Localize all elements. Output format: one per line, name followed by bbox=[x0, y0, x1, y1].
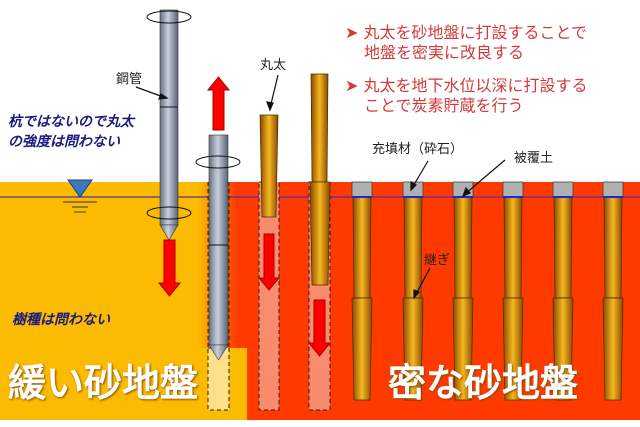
filler-cap bbox=[502, 181, 524, 198]
label-steel-pipe: 鋼管 bbox=[116, 72, 143, 87]
filler-cap bbox=[351, 181, 373, 198]
label-loose-ground: 緩い砂地盤 bbox=[8, 361, 199, 405]
rotation-icon bbox=[195, 155, 241, 169]
water-level-icon bbox=[63, 179, 97, 213]
down-arrow bbox=[257, 233, 281, 291]
bullet-2: ➤ 丸太を地下水位以深に打設する ことで炭素貯蔵を行う bbox=[345, 76, 588, 115]
bullet-marker-icon: ➤ bbox=[345, 23, 359, 42]
log-pile-lower bbox=[552, 297, 574, 401]
up-arrow bbox=[206, 76, 231, 131]
label-joint: 継ぎ bbox=[424, 253, 451, 268]
note-species: 樹種は問わない bbox=[12, 312, 110, 328]
log-pile bbox=[259, 114, 279, 218]
log-pile-upper bbox=[403, 196, 423, 299]
log-pile-lower bbox=[602, 297, 624, 401]
filler-cap bbox=[552, 181, 574, 198]
filler-cap bbox=[602, 181, 624, 198]
log-pile bbox=[310, 73, 329, 183]
bullet-1: ➤ 丸太を砂地盤に打設することで 地盤を密実に改良する bbox=[345, 23, 588, 62]
rotation-icon bbox=[146, 206, 192, 220]
log-pile-upper bbox=[603, 196, 623, 299]
log-pile-lower bbox=[351, 297, 373, 401]
dense-pile-group bbox=[351, 181, 624, 401]
log-pile-upper bbox=[553, 196, 573, 299]
down-arrow bbox=[157, 239, 182, 297]
log-pile-lower bbox=[502, 297, 524, 401]
down-arrow bbox=[307, 299, 332, 357]
log-pile bbox=[309, 181, 331, 286]
log-pile-upper bbox=[453, 196, 473, 299]
bullet-marker-icon: ➤ bbox=[345, 76, 359, 95]
label-log: 丸太 bbox=[260, 58, 287, 73]
steel-pipe-1 bbox=[146, 9, 192, 241]
log-pile-upper bbox=[352, 196, 372, 299]
label-cover-soil: 被覆土 bbox=[514, 151, 554, 166]
label-filler: 充填材（砕石） bbox=[372, 142, 464, 157]
label-dense-ground: 密な砂地盤 bbox=[388, 361, 579, 405]
log-pile-upper bbox=[503, 196, 523, 299]
rotation-icon bbox=[146, 10, 192, 24]
leader-lines bbox=[135, 74, 506, 300]
log-pile-lower bbox=[452, 297, 474, 401]
note-strength: 杭ではないので丸太 の強度は問わない bbox=[8, 114, 134, 150]
log-pile-lower bbox=[402, 297, 424, 401]
steel-pipe-2 bbox=[195, 134, 241, 361]
